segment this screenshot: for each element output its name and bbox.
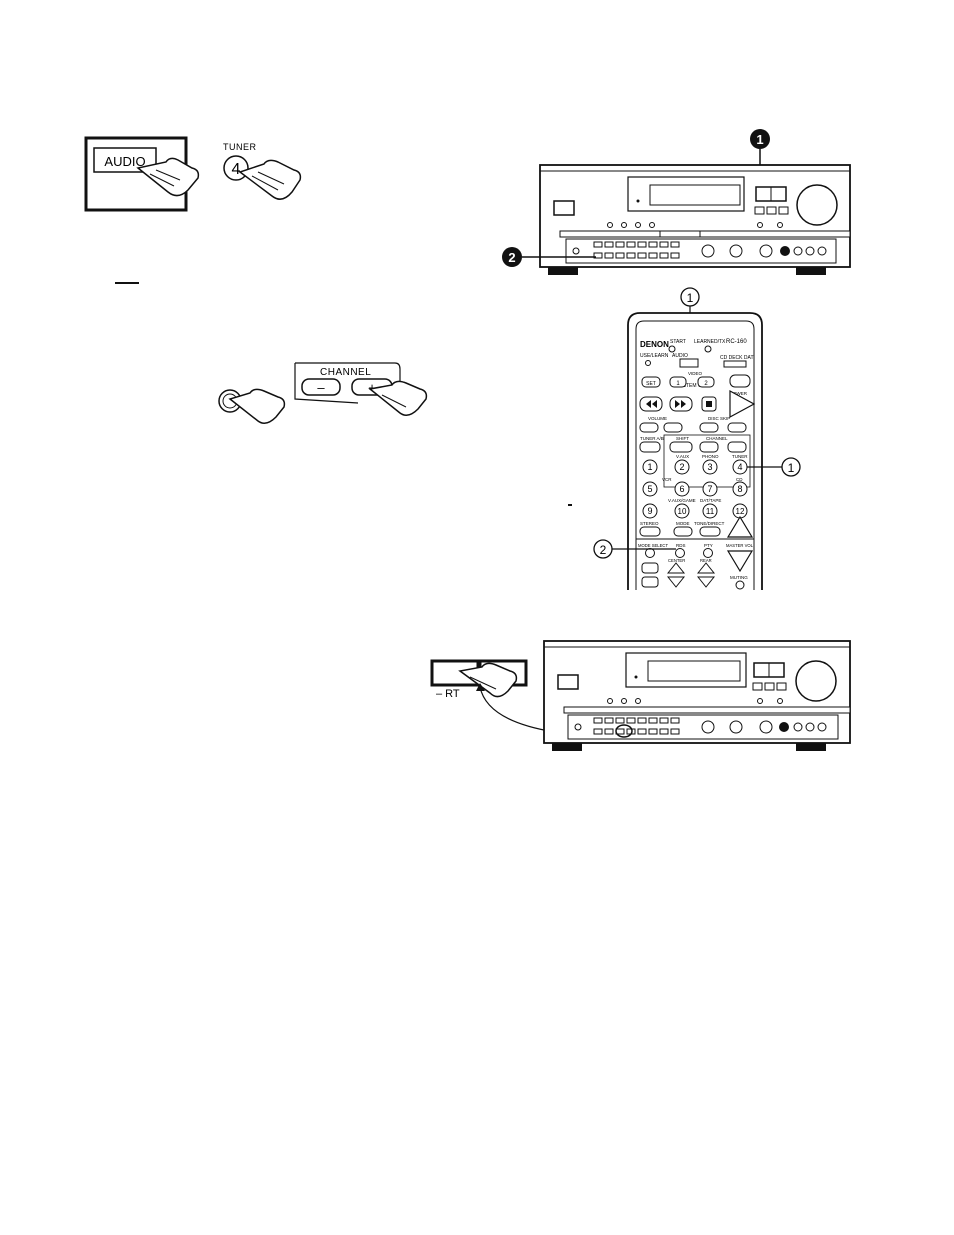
remote-callout-right: 1 bbox=[788, 461, 795, 475]
remote-num-9: 9 bbox=[647, 506, 652, 516]
remote-volume: VOLUME bbox=[648, 416, 667, 421]
remote-video-label: VIDEO bbox=[688, 371, 703, 376]
remote-sc2: 2 bbox=[704, 381, 708, 387]
remote-row-label-vcr: VCR bbox=[662, 477, 672, 482]
remote-num-5: 5 bbox=[647, 484, 652, 494]
remote-mode: MODE bbox=[676, 521, 690, 526]
remote-row-label-vaux: V.AUX bbox=[676, 454, 689, 459]
remote-user-learn: USE/LEARN bbox=[640, 353, 669, 359]
remote-audio-label: AUDIO bbox=[672, 353, 688, 359]
remote-num-8: 8 bbox=[737, 484, 742, 494]
remote-rds: RDS bbox=[676, 543, 686, 548]
underline-mark bbox=[115, 282, 139, 284]
remote-channel: CHANNEL bbox=[706, 436, 728, 441]
remote-brand: DENON bbox=[640, 340, 669, 349]
remote-rear: REAR bbox=[700, 558, 712, 563]
remote-row-label-dattape: DAT/TAPE bbox=[700, 498, 721, 503]
receiver-rt-illustration: – RT bbox=[430, 640, 851, 751]
remote-muting: MUTING bbox=[730, 575, 748, 580]
remote-sc1: 1 bbox=[676, 381, 680, 387]
step2-badge: 2 bbox=[508, 250, 515, 265]
remote-tuner: TUNER bbox=[732, 454, 748, 459]
remote-num-4: 4 bbox=[737, 462, 742, 472]
tuner-number: 4 bbox=[232, 161, 241, 178]
remote-callout-left: 2 bbox=[600, 543, 607, 557]
remote-cd-label: CD DECK DAT bbox=[720, 355, 754, 361]
channel-caption: CHANNEL bbox=[320, 367, 371, 378]
remote-pty: PTY bbox=[704, 543, 713, 548]
remote-row-label-phono: PHONO bbox=[702, 454, 719, 459]
remote-callout-top: 1 bbox=[687, 291, 694, 305]
step1-badge: 1 bbox=[756, 132, 763, 147]
channel-minus: – bbox=[317, 380, 325, 395]
remote-center: CENTER bbox=[668, 558, 685, 563]
remote-row-label-cd: CD bbox=[736, 477, 743, 482]
channel-illustration: CHANNEL – + bbox=[218, 362, 428, 424]
remote-mode-select: MODE SELECT bbox=[638, 543, 668, 548]
remote-power: POWER bbox=[730, 391, 748, 396]
remote-num-3: 3 bbox=[707, 462, 712, 472]
remote-num-7: 7 bbox=[707, 484, 712, 494]
remote-tone-direct: TONE/DIRECT bbox=[694, 521, 725, 526]
remote-system-call: SYSTEM CALL bbox=[676, 383, 711, 389]
remote-learned: LEARNED/TX bbox=[694, 339, 726, 345]
remote-disc-skip: DISC SKIP bbox=[708, 416, 730, 421]
remote-num-6: 6 bbox=[679, 484, 684, 494]
remote-num-12: 12 bbox=[736, 507, 745, 516]
tuner-caption: TUNER bbox=[223, 142, 257, 152]
remote-illustration: 1 DENON START LEARNED/TX RC-160 USE/LEAR… bbox=[593, 287, 801, 590]
remote-num-11: 11 bbox=[706, 507, 715, 516]
audio-button-label: AUDIO bbox=[104, 154, 145, 169]
remote-row-label-vauxgame: V.AUX/GAME bbox=[668, 498, 696, 503]
rt-caption: – RT bbox=[436, 688, 460, 700]
audio-tuner-illustration: AUDIO TUNER 4 bbox=[84, 136, 302, 212]
remote-num-10: 10 bbox=[678, 507, 687, 516]
receiver-top-illustration: 1 2 bbox=[502, 129, 851, 275]
remote-stereo: STEREO bbox=[640, 521, 659, 526]
remote-num-2: 2 bbox=[679, 462, 684, 472]
stray-mark bbox=[568, 504, 572, 506]
channel-plus: + bbox=[368, 380, 376, 395]
remote-tuner-ab: TUNER A/B bbox=[640, 436, 664, 441]
remote-master-vol: MASTER VOL bbox=[726, 543, 754, 548]
remote-model: RC-160 bbox=[726, 339, 747, 345]
remote-shift: SHIFT bbox=[676, 436, 689, 441]
remote-set: SET bbox=[646, 381, 656, 387]
remote-start: START bbox=[670, 339, 686, 345]
remote-num-1: 1 bbox=[647, 462, 652, 472]
